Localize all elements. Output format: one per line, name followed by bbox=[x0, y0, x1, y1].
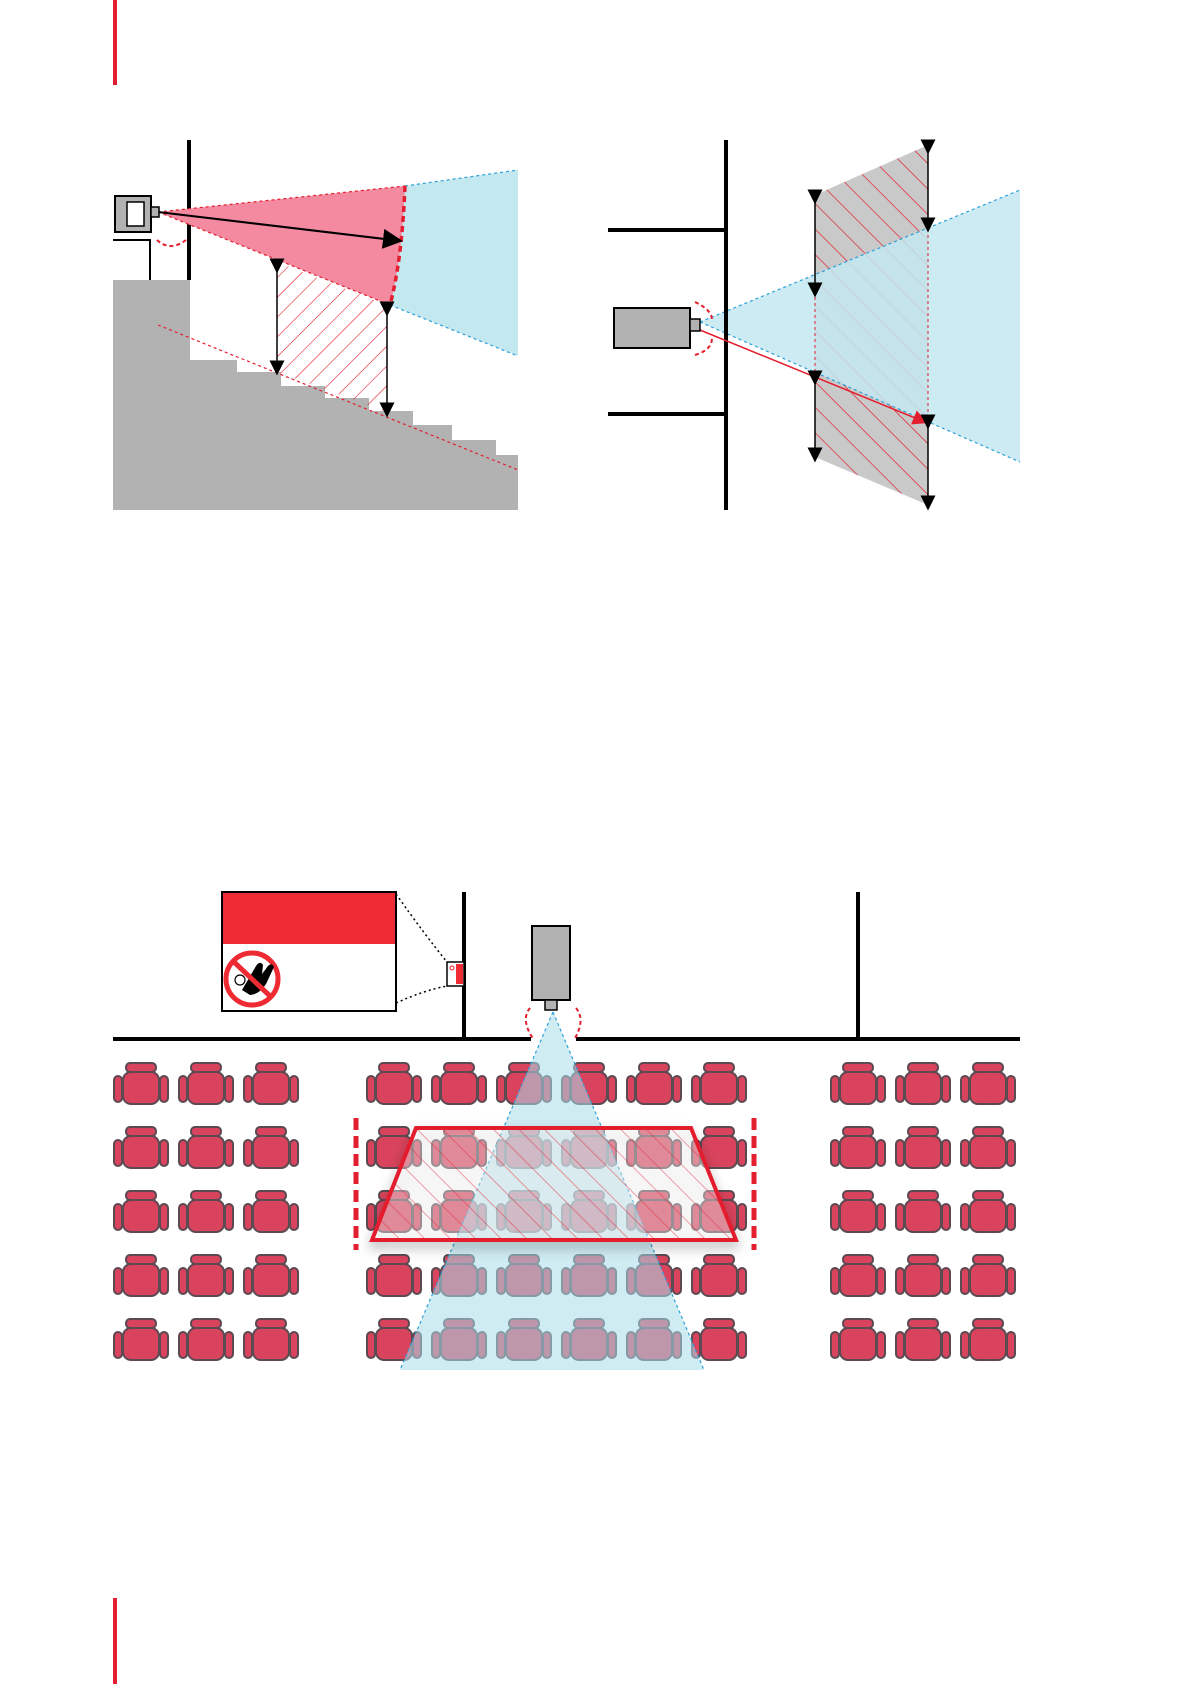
seat-icon bbox=[961, 1063, 1015, 1104]
seat-icon bbox=[961, 1319, 1015, 1360]
seat-icon bbox=[831, 1191, 885, 1232]
projector-icon bbox=[614, 308, 700, 348]
projector-stand bbox=[113, 240, 150, 280]
seat-icon bbox=[961, 1255, 1015, 1296]
seat-icon bbox=[831, 1127, 885, 1168]
seat-icon bbox=[114, 1319, 168, 1360]
seat-icon bbox=[831, 1319, 885, 1360]
seat-icon bbox=[114, 1127, 168, 1168]
seat-icon bbox=[114, 1191, 168, 1232]
seat-icon bbox=[627, 1063, 681, 1104]
seat-icon bbox=[179, 1255, 233, 1296]
seat-icon bbox=[432, 1063, 486, 1104]
seat-icon bbox=[831, 1063, 885, 1104]
seat-icon bbox=[896, 1063, 950, 1104]
seat-icon bbox=[367, 1255, 421, 1296]
projector-icon bbox=[115, 196, 159, 232]
seat-icon bbox=[831, 1255, 885, 1296]
seat-icon bbox=[179, 1319, 233, 1360]
top-view-figure bbox=[608, 140, 1020, 510]
seat-icon bbox=[244, 1127, 298, 1168]
no-touch-icon bbox=[226, 953, 278, 1005]
seat-icon bbox=[692, 1255, 746, 1296]
seat-icon bbox=[367, 1063, 421, 1104]
seat-icon bbox=[896, 1191, 950, 1232]
seat-icon bbox=[179, 1063, 233, 1104]
seat-icon bbox=[244, 1063, 298, 1104]
floor-plan-figure bbox=[113, 892, 1020, 1370]
seat-icon bbox=[896, 1319, 950, 1360]
seat-icon bbox=[244, 1191, 298, 1232]
blue-beam bbox=[390, 170, 518, 356]
seat-icon bbox=[244, 1255, 298, 1296]
side-view-figure bbox=[113, 140, 518, 510]
wall-sign-icon bbox=[447, 962, 464, 986]
seat-icon bbox=[179, 1127, 233, 1168]
seat-icon bbox=[896, 1127, 950, 1168]
seat-icon bbox=[114, 1063, 168, 1104]
seat-icon bbox=[244, 1319, 298, 1360]
lens-zone-marker bbox=[157, 240, 186, 246]
seat-icon bbox=[961, 1127, 1015, 1168]
projector-icon bbox=[532, 926, 570, 1010]
seat-icon bbox=[896, 1255, 950, 1296]
seat-icon bbox=[114, 1255, 168, 1296]
seat-icon bbox=[179, 1191, 233, 1232]
seat-icon bbox=[692, 1063, 746, 1104]
warning-sign-icon bbox=[222, 892, 396, 1011]
seat-icon bbox=[961, 1191, 1015, 1232]
seat-icon bbox=[692, 1319, 746, 1360]
